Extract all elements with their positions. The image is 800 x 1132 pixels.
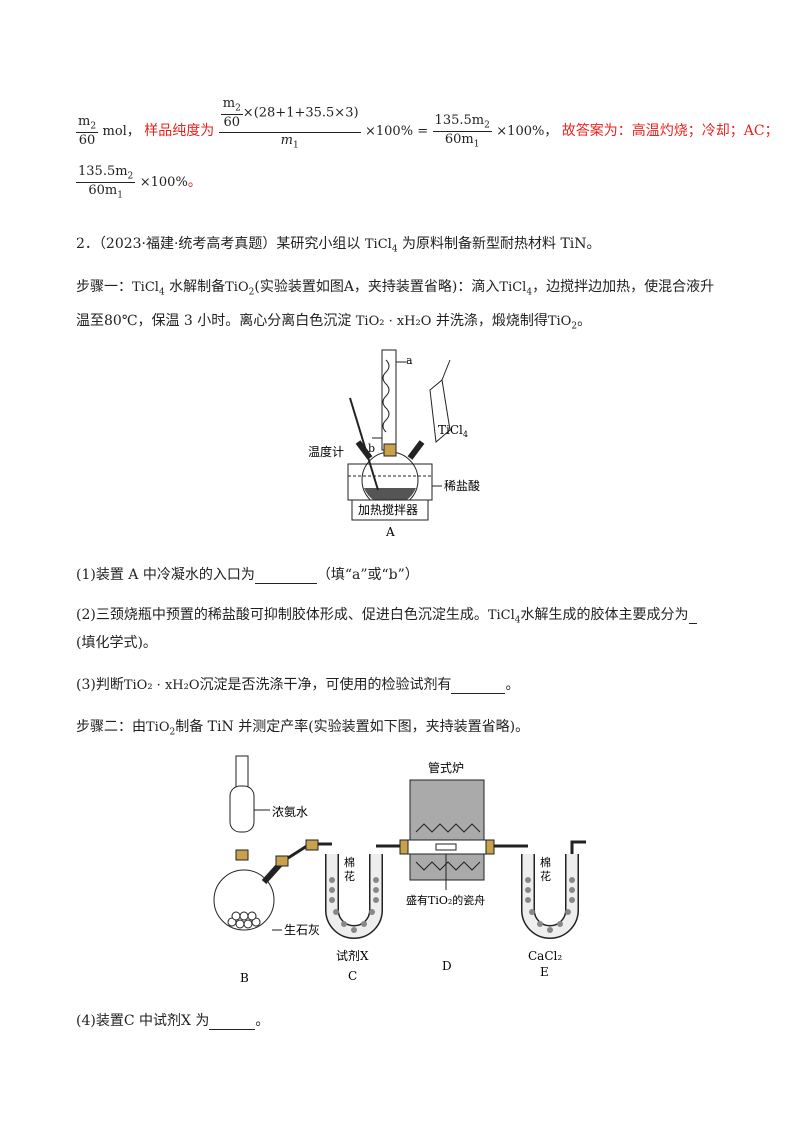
reagent-label: 试剂X — [336, 948, 369, 963]
ticl4-label: TiCl4 — [438, 423, 468, 439]
heater-stirrer — [351, 499, 429, 521]
figure-a-label: A — [385, 525, 395, 539]
label-c: C — [348, 969, 357, 983]
cacl2-label: CaCl₂ — [528, 949, 562, 963]
answer-blank-2[interactable] — [688, 607, 697, 624]
question-header: 2．（2023·福建·统考高考真题）某研究小组以 TiCl4 为原料制备新型耐热… — [76, 236, 601, 255]
flask-b — [213, 869, 275, 931]
heater-label: 加热搅拌器 — [358, 502, 418, 517]
inlet-b-label: b — [368, 442, 375, 455]
tube-furnace — [409, 779, 485, 881]
acid-label: 稀盐酸 — [444, 478, 480, 493]
pct-2: ×100%， — [496, 124, 558, 140]
question-2: (2)三颈烧瓶中预置的稀盐酸可抑制胶体形成、促进白色沉淀生成。TiCl4水解生成… — [76, 604, 697, 626]
porcelain-boat — [435, 843, 457, 851]
cotton-label-c1: 棉 — [344, 855, 355, 869]
question-4: (4)装置C 中试剂X 为 。 — [76, 1013, 270, 1030]
thermometer — [349, 397, 379, 491]
purity-fraction: m2 60 ×(28+1+35.5×3) m1 — [218, 96, 361, 150]
reagent-x — [329, 877, 379, 933]
answer-blank-4[interactable] — [209, 1013, 256, 1030]
final-dot: 。 — [187, 174, 202, 191]
step2-line: 步骤二：由TiO2制备 TiN 并测定产率(实验装置如下图，夹持装置省略)。 — [76, 719, 530, 738]
apparatus-figure-a: a b 温度计 TiCl4 稀盐酸 加热搅拌器 A — [308, 349, 480, 539]
cotton-label-c2: 花 — [344, 870, 355, 883]
inlet-a-label: a — [406, 354, 413, 367]
quicklime — [227, 911, 261, 929]
answer-blank-1[interactable] — [254, 567, 317, 584]
purity-fraction-2: 135.5m2 60m1 — [432, 113, 492, 150]
final-pct: ×100% — [139, 175, 188, 191]
answer-text: 故答案为：高温灼烧；冷却；AC； — [561, 123, 779, 140]
question-2-line2: (填化学式)。 — [76, 635, 157, 651]
label-b: B — [240, 971, 249, 985]
lime-label: 生石灰 — [284, 923, 320, 937]
dropping-funnel — [429, 379, 451, 443]
formula-line: m2 60 mol， 样品纯度为 m2 60 ×(28+1+35.5×3) m1… — [76, 96, 779, 154]
step1-line2: 温至80℃，保温 3 小时。离心分离白色沉淀 TiO₂ · xH₂O 并洗涤，煅… — [76, 313, 592, 332]
step1-line1: 步骤一：TiCl4 水解制备TiO2(实验装置如图A，夹持装置省略)：滴入TiC… — [76, 279, 715, 298]
cotton-label-e2: 花 — [540, 870, 551, 883]
ammonia-label: 浓氨水 — [272, 805, 308, 819]
boat-label: 盛有TiO₂的瓷舟 — [406, 893, 485, 907]
mol-unit: mol， — [102, 124, 140, 140]
calcium-chloride — [525, 877, 575, 933]
ticl4-formula: TiCl4 — [364, 237, 398, 255]
final-fraction: 135.5m2 60m1 — [76, 164, 136, 201]
answer-blank-3[interactable] — [451, 677, 506, 694]
question-1: (1)装置 A 中冷凝水的入口为 （填“a”或“b”） — [76, 567, 419, 584]
question-3: (3)判断TiO₂ · xH₂O沉淀是否洗涤干净，可使用的检验试剂有 。 — [76, 677, 520, 694]
mol-fraction: m2 60 — [76, 114, 99, 148]
purity-label: 样品纯度为 — [144, 123, 215, 140]
apparatus-figure-bcde: 浓氨水 生石灰 B 棉 花 试剂X C 管式炉 盛有TiO₂的瓷舟 D 棉 花 … — [213, 755, 586, 985]
cotton-label-e1: 棉 — [540, 855, 551, 869]
furnace-label: 管式炉 — [428, 760, 464, 775]
label-d: D — [442, 959, 452, 973]
formula-line-2: 135.5m2 60m1 ×100%。 — [76, 164, 202, 200]
label-e: E — [540, 965, 549, 979]
thermometer-label: 温度计 — [308, 444, 344, 459]
eq-pct: ×100% = — [365, 124, 429, 140]
